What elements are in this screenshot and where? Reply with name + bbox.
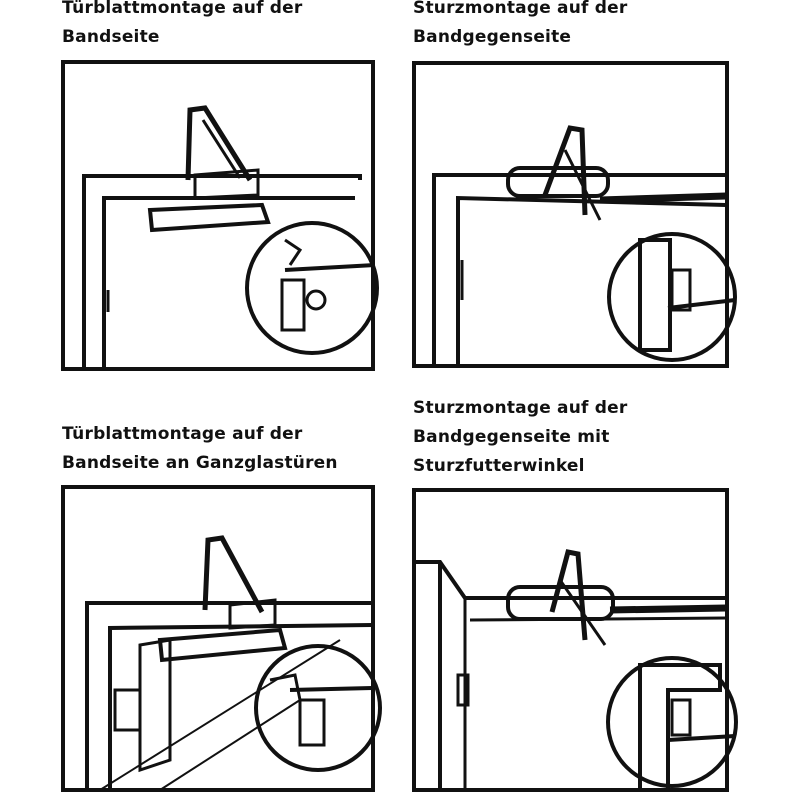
caption-line: Bandgegenseite	[413, 27, 572, 47]
caption-line: Türblattmontage auf der	[62, 0, 303, 18]
door-frame	[82, 174, 362, 368]
frame-box	[61, 60, 375, 371]
caption-door-leaf-glass-doors: Türblattmontage auf der Bandseite an Gan…	[62, 420, 338, 478]
detail-circle	[245, 221, 379, 355]
frame-box	[412, 61, 729, 368]
caption-line: Sturzfutterwinkel	[413, 456, 585, 476]
detail-circle	[254, 644, 382, 772]
caption-line: Bandseite	[62, 27, 160, 47]
caption-line: Sturzmontage auf der	[413, 398, 628, 418]
caption-line: Türblattmontage auf der	[62, 424, 303, 444]
detail-circle	[606, 656, 738, 792]
caption-door-leaf-hinge-side: Türblattmontage auf der Bandseite	[62, 0, 302, 52]
door-frame	[85, 601, 373, 791]
door-frame	[432, 173, 727, 365]
caption-line: Bandgegenseite mit	[413, 427, 610, 447]
detail-circle	[607, 232, 737, 362]
door-closer-body	[157, 627, 288, 663]
door-closer-body	[147, 202, 271, 233]
caption-lintel-opposite-angle: Sturzmontage auf der Bandgegenseite mit …	[413, 394, 627, 481]
closer-arm	[549, 549, 607, 646]
door-closer-body	[506, 166, 610, 198]
door-closer-body	[506, 585, 615, 621]
closer-arm	[185, 105, 260, 200]
door-frame	[414, 560, 727, 790]
frame-box	[412, 488, 729, 792]
frame-box	[61, 485, 375, 792]
caption-lintel-opposite-side: Sturzmontage auf der Bandgegenseite	[413, 0, 627, 52]
caption-line: Sturzmontage auf der	[413, 0, 628, 18]
closer-arm	[542, 125, 602, 221]
closer-arm	[202, 535, 277, 630]
caption-line: Bandseite an Ganzglastüren	[62, 453, 338, 473]
